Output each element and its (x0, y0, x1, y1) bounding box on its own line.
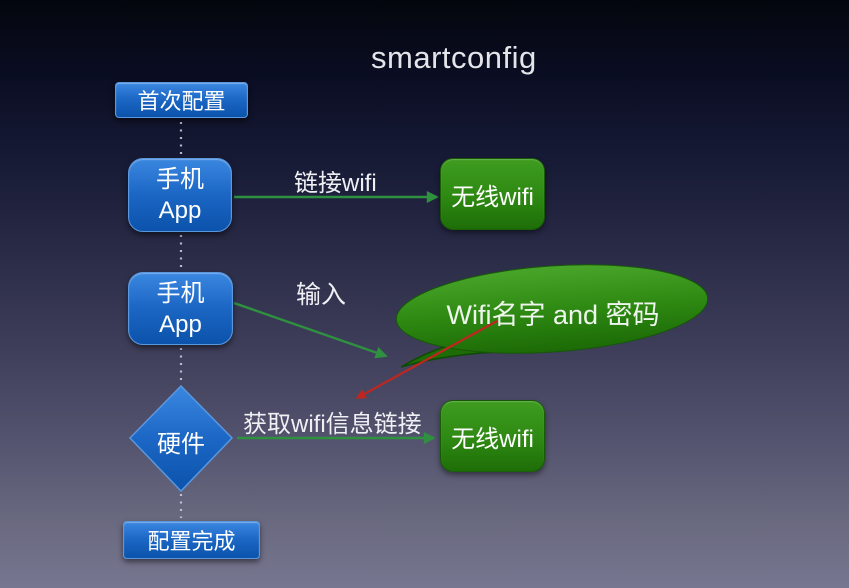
node-wireless-wifi-2: 无线wifi (440, 400, 545, 472)
node-first-config: 首次配置 (115, 82, 248, 118)
node-wireless-wifi-1: 无线wifi (440, 158, 545, 230)
arrow-input-to-bubble (233, 301, 388, 359)
node-hardware-label: 硬件 (157, 431, 205, 458)
hardware-diamond-shape (128, 384, 234, 493)
edge-label-fetch-wifi-info: 获取wifi信息链接 (243, 411, 422, 438)
node-wireless-wifi-1-label: 无线wifi (451, 183, 534, 211)
edge-label-link-wifi: 链接wifi (294, 170, 377, 197)
node-first-config-label: 首次配置 (137, 89, 226, 114)
bubble-wifi-name-password: Wifi名字 and 密码 (446, 300, 660, 330)
edge-label-input: 输入 (296, 281, 347, 309)
node-phone-app-1: 手机 App (128, 158, 232, 232)
page-title: smartconfig (371, 40, 537, 75)
node-config-done-label: 配置完成 (147, 529, 236, 554)
speech-bubble-shape (395, 264, 709, 354)
arrow-red-wifi-info (355, 320, 498, 399)
node-phone-app-2: 手机 App (128, 272, 233, 345)
node-phone-app-2-line1: 手机 (156, 279, 205, 307)
node-wireless-wifi-2-label: 无线wifi (451, 425, 534, 453)
node-phone-app-1-line2: App (158, 197, 202, 224)
node-config-done: 配置完成 (123, 521, 260, 559)
node-phone-app-2-line2: App (159, 310, 202, 338)
node-phone-app-1-line1: 手机 (156, 166, 204, 193)
